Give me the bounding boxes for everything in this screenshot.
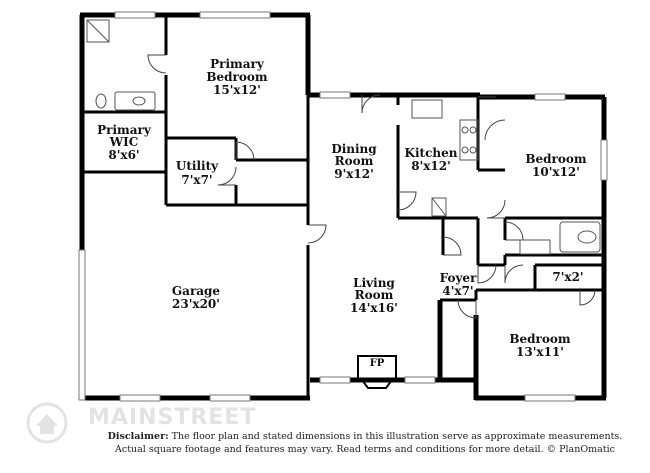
utility-dims: 7'x7' bbox=[181, 173, 212, 187]
kitchen-dims: 8'x12' bbox=[411, 159, 451, 173]
doors bbox=[147, 54, 596, 319]
garage-dims: 23'x20' bbox=[172, 297, 220, 311]
fireplace-label: FP bbox=[370, 358, 385, 369]
primary-bedroom-name-2: Bedroom bbox=[206, 70, 267, 84]
disclaimer-line-2: Actual square footage and features may v… bbox=[115, 444, 615, 455]
utility-name: Utility bbox=[176, 159, 219, 173]
fireplace bbox=[357, 355, 397, 380]
windows bbox=[78, 11, 608, 402]
primary-wic-name-2: WIC bbox=[109, 135, 139, 149]
bedroom-2-name: Bedroom bbox=[509, 332, 570, 346]
room-labels: Primary Bedroom 15'x12' Primary WIC 8'x6… bbox=[97, 57, 587, 369]
primary-bedroom-dims: 15'x12' bbox=[213, 83, 261, 97]
fixtures bbox=[86, 19, 601, 389]
bath-vanity bbox=[114, 91, 156, 111]
dining-room-name-2: Room bbox=[335, 154, 374, 168]
disclaimer: Disclaimer: The floor plan and stated di… bbox=[85, 430, 645, 456]
watermark-text: MAINSTREET bbox=[88, 405, 257, 430]
dining-room-dims: 9'x12' bbox=[334, 167, 374, 181]
living-room-name-1: Living bbox=[353, 276, 395, 290]
living-room-name-2: Room bbox=[355, 288, 394, 302]
garage-name: Garage bbox=[172, 284, 221, 298]
dining-room-name-1: Dining bbox=[331, 142, 377, 156]
primary-bedroom-name-1: Primary bbox=[210, 57, 265, 71]
toilet-2 bbox=[577, 230, 597, 244]
walls bbox=[79, 12, 607, 401]
disclaimer-line-1: The floor plan and stated dimensions in … bbox=[171, 431, 623, 442]
mainstreet-logo: MAINSTREET bbox=[22, 400, 255, 446]
foyer-dims: 4'x7' bbox=[442, 284, 473, 298]
bedroom-2-dims: 13'x11' bbox=[516, 345, 564, 359]
bathtub bbox=[559, 221, 601, 253]
closet-dims: 7'x2' bbox=[552, 270, 583, 284]
stove bbox=[459, 119, 479, 161]
toilet bbox=[95, 93, 107, 109]
bedroom-1-name: Bedroom bbox=[525, 152, 586, 166]
disclaimer-label: Disclaimer: bbox=[107, 431, 169, 442]
primary-wic-name-1: Primary bbox=[97, 123, 152, 137]
kitchen-name: Kitchen bbox=[405, 146, 458, 160]
primary-wic-dims: 8'x6' bbox=[108, 148, 139, 162]
bath-vanity-2 bbox=[519, 239, 551, 255]
living-room-dims: 14'x16' bbox=[350, 301, 398, 315]
bedroom-1-dims: 10'x12' bbox=[532, 165, 580, 179]
foyer-name: Foyer bbox=[440, 271, 477, 285]
kitchen-sink bbox=[411, 99, 443, 119]
shower-fixture bbox=[86, 19, 110, 43]
house-logo-icon bbox=[26, 402, 68, 444]
dishwasher bbox=[431, 197, 447, 217]
